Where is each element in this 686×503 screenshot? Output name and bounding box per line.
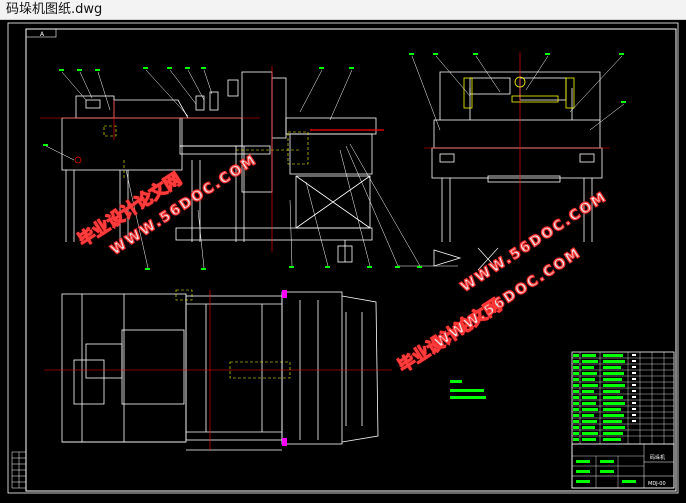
x-mark-b xyxy=(477,247,499,271)
top-view-hidden xyxy=(175,289,291,379)
title-block: 码垛机 MDJ-00 xyxy=(571,443,675,489)
window-titlebar: 码垛机图纸.dwg xyxy=(0,0,686,20)
side-leaders xyxy=(411,55,625,131)
front-marker xyxy=(74,156,82,164)
outer-frame xyxy=(7,22,679,494)
note-bar-3 xyxy=(450,396,486,399)
corner-tag xyxy=(25,28,57,38)
note-bar-2 xyxy=(450,389,484,392)
sheet-code: MDJ-00 xyxy=(648,481,666,487)
side-view xyxy=(431,71,603,242)
front-leaders xyxy=(45,69,458,269)
parts-list xyxy=(571,351,675,489)
cad-canvas[interactable]: A xyxy=(0,20,686,499)
top-view-magenta xyxy=(282,290,287,446)
note-bar-1 xyxy=(450,380,462,383)
top-view xyxy=(61,291,379,451)
front-leader-dots xyxy=(43,67,422,270)
view-arrow xyxy=(433,249,462,267)
frame-label: A xyxy=(40,31,45,38)
front-view-hidden xyxy=(103,125,309,180)
revision-box xyxy=(11,451,27,489)
side-view-hidden xyxy=(463,76,575,109)
drawing-name: 码垛机 xyxy=(650,454,665,461)
window-title: 码垛机图纸.dwg xyxy=(6,2,103,17)
inner-frame xyxy=(25,28,677,492)
side-leader-dots xyxy=(409,53,626,103)
